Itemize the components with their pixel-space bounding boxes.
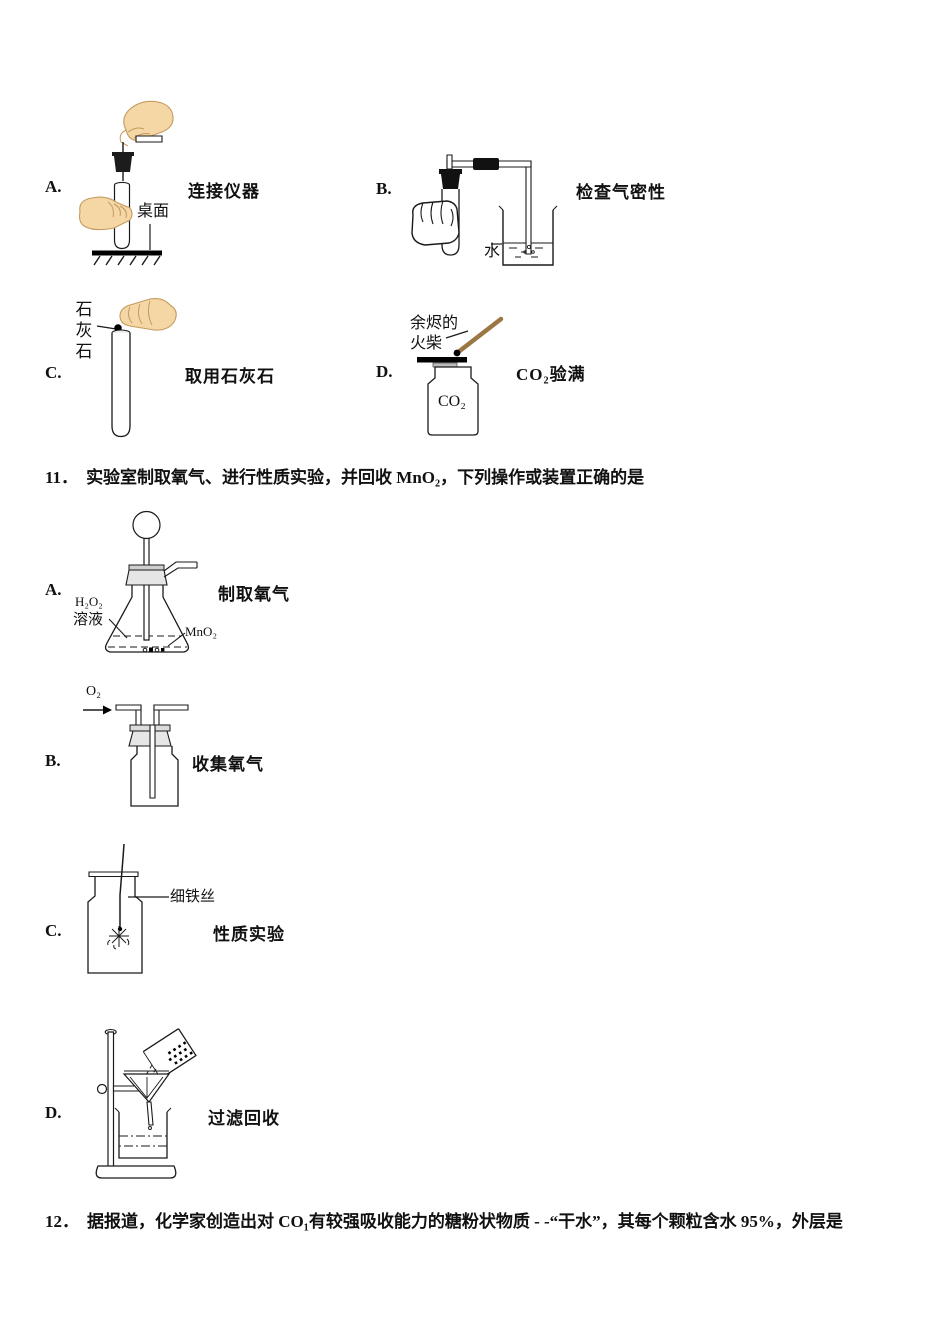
q10-option-label-d: CO₂验满: [516, 365, 586, 384]
q10-option-letter-a: A.: [45, 177, 62, 196]
diagram-property-experiment: [80, 840, 195, 985]
question-11-number: 11．: [45, 468, 79, 487]
q11-option-label-b: 收集氧气: [192, 755, 264, 774]
q10-option-letter-b: B.: [376, 179, 392, 198]
diagram-connect-apparatus: [70, 96, 192, 268]
diagram-generate-oxygen: [75, 505, 210, 665]
q11-option-letter-a: A.: [45, 580, 62, 599]
q10-option-label-b: 检查气密性: [576, 183, 666, 202]
q10-option-label-c: 取用石灰石: [185, 367, 275, 386]
ember-match-label-line2: 火柴: [410, 335, 443, 352]
o2-label: O₂: [86, 684, 101, 699]
q11-option-label-c: 性质实验: [213, 925, 285, 944]
diagram-collect-oxygen: [80, 680, 202, 815]
solution-label: 溶液: [73, 612, 104, 628]
diagram-co2-full-test: [417, 300, 515, 445]
desk-label: 桌面: [137, 203, 170, 220]
question-12-number: 12．: [45, 1212, 79, 1231]
q10-option-letter-d: D.: [376, 362, 393, 381]
h2o2-label: H₂O₂: [75, 594, 103, 609]
diagram-check-airtightness: [395, 125, 565, 273]
water-label: 水: [484, 243, 501, 260]
q11-option-letter-c: C.: [45, 921, 62, 940]
q10-option-label-a: 连接仪器: [188, 182, 260, 201]
q10-option-letter-c: C.: [45, 363, 62, 382]
ember-match-label-line1: 余烬的: [410, 315, 459, 332]
q11-option-letter-d: D.: [45, 1103, 62, 1122]
mno2-label: MnO₂: [185, 624, 217, 639]
q11-option-label-a: 制取氧气: [218, 585, 290, 604]
question-12-text: 12．据报道，化学家创造出对 CO₁有较强吸收能力的糖粉状物质 - -“干水”，…: [45, 1212, 843, 1231]
diagram-take-limestone: [70, 295, 190, 445]
bottle-co2-text: CO₂: [438, 393, 466, 410]
question-11-text: 11．实验室制取氧气、进行性质实验，并回收 MnO₂，下列操作或装置正确的是: [45, 468, 645, 487]
diagram-filter-recover: [88, 1025, 213, 1185]
q11-option-label-d: 过滤回收: [208, 1109, 280, 1128]
q11-option-letter-b: B.: [45, 751, 61, 770]
limestone-label: 石 灰 石: [75, 300, 93, 361]
iron-wire-label: 细铁丝: [170, 889, 216, 905]
